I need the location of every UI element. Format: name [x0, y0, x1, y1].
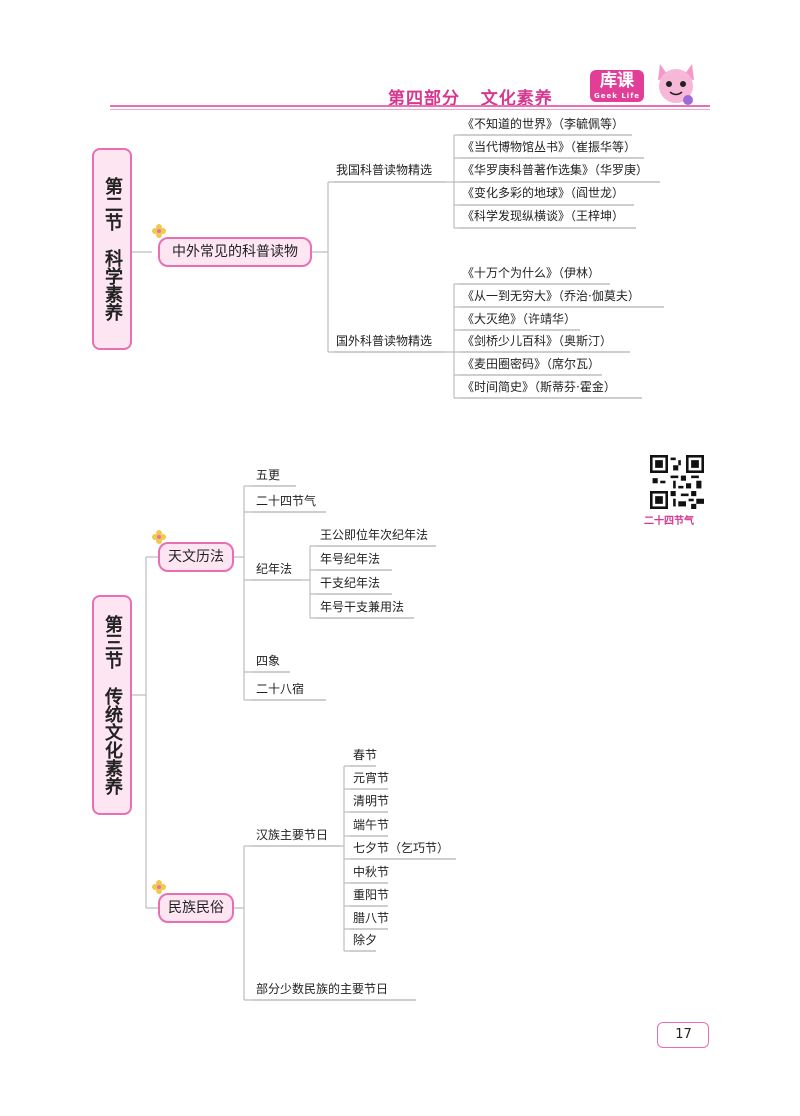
flower-icon [152, 880, 166, 894]
qr-caption: 二十四节气 [644, 516, 694, 527]
list-item: 腊八节 [353, 911, 390, 925]
group-label-foreign: 国外科普读物精选 [336, 334, 433, 348]
logo-main-text: 库课 [600, 71, 634, 91]
topic-label: 天文历法 [168, 549, 224, 565]
header-rule-thin [110, 109, 710, 110]
list-item: 《科学发现纵横谈》（王梓坤） [462, 209, 625, 223]
list-item: 汉族主要节日 [256, 828, 329, 842]
list-item: 《时间简史》（斯蒂芬·霍金） [462, 380, 616, 394]
list-item: 年号纪年法 [320, 552, 381, 566]
list-item: 春节 [353, 748, 378, 762]
list-item: 《剑桥少儿百科》（奥斯汀） [462, 334, 613, 348]
list-item: 王公即位年次纪年法 [320, 528, 429, 542]
topic-label: 中外常见的科普读物 [172, 244, 298, 260]
list-item: 《当代博物馆丛书》（崔振华等） [462, 140, 637, 154]
header-rule [110, 105, 710, 107]
list-item: 部分少数民族的主要节日 [256, 982, 389, 996]
list-item: 二十八宿 [256, 682, 305, 696]
part-title: 第四部分 文化素养 [388, 84, 553, 109]
subject-label: 文化素养 [480, 89, 553, 109]
part-label: 第四部分 [388, 89, 460, 109]
list-item: 《麦田圈密码》（席尔瓦） [462, 357, 601, 371]
section-title: 第三节 传统文化素养 [102, 615, 123, 795]
list-item: 端午节 [353, 818, 390, 832]
list-item: 纪年法 [256, 562, 293, 576]
list-item: 《从一到无穷大》（乔治·伽莫夫） [462, 289, 640, 303]
list-item: 重阳节 [353, 888, 390, 902]
list-item: 二十四节气 [256, 494, 317, 508]
list-item: 《变化多彩的地球》（阎世龙） [462, 186, 625, 200]
brand-logo: 库课 Geek Life [590, 70, 644, 102]
flower-icon [152, 530, 166, 544]
list-item: 干支纪年法 [320, 576, 381, 590]
group-label-domestic: 我国科普读物精选 [336, 163, 433, 177]
flower-icon [152, 224, 166, 238]
list-item: 元宵节 [353, 771, 390, 785]
list-item: 《不知道的世界》（李毓佩等） [462, 117, 625, 131]
list-item: 《十万个为什么》（伊林） [462, 266, 601, 280]
page-number-frame [657, 1022, 709, 1048]
qr-code-icon [650, 455, 704, 509]
section-title: 第二节 科学素养 [102, 177, 123, 321]
topic-science-books: 中外常见的科普读物 [158, 237, 312, 267]
list-item: 四象 [256, 654, 281, 668]
page-number: 17 [675, 1027, 692, 1042]
fox-mascot-icon [658, 64, 694, 105]
topic-astronomy-calendar: 天文历法 [158, 542, 234, 572]
list-item: 《大灭绝》（许靖华） [462, 312, 577, 326]
list-item: 除夕 [353, 933, 378, 947]
list-item: 七夕节（乞巧节） [353, 841, 450, 855]
list-item: 清明节 [353, 794, 390, 808]
section-box-science: 第二节 科学素养 [92, 148, 132, 350]
topic-label: 民族民俗 [168, 900, 224, 916]
logo-sub-text: Geek Life [594, 92, 640, 100]
list-item: 年号干支兼用法 [320, 600, 405, 614]
section-box-culture: 第三节 传统文化素养 [92, 595, 132, 815]
list-item: 《华罗庚科普著作选集》（华罗庚） [462, 163, 649, 177]
list-item: 五更 [256, 468, 281, 482]
list-item: 中秋节 [353, 865, 390, 879]
topic-folk-customs: 民族民俗 [158, 893, 234, 923]
